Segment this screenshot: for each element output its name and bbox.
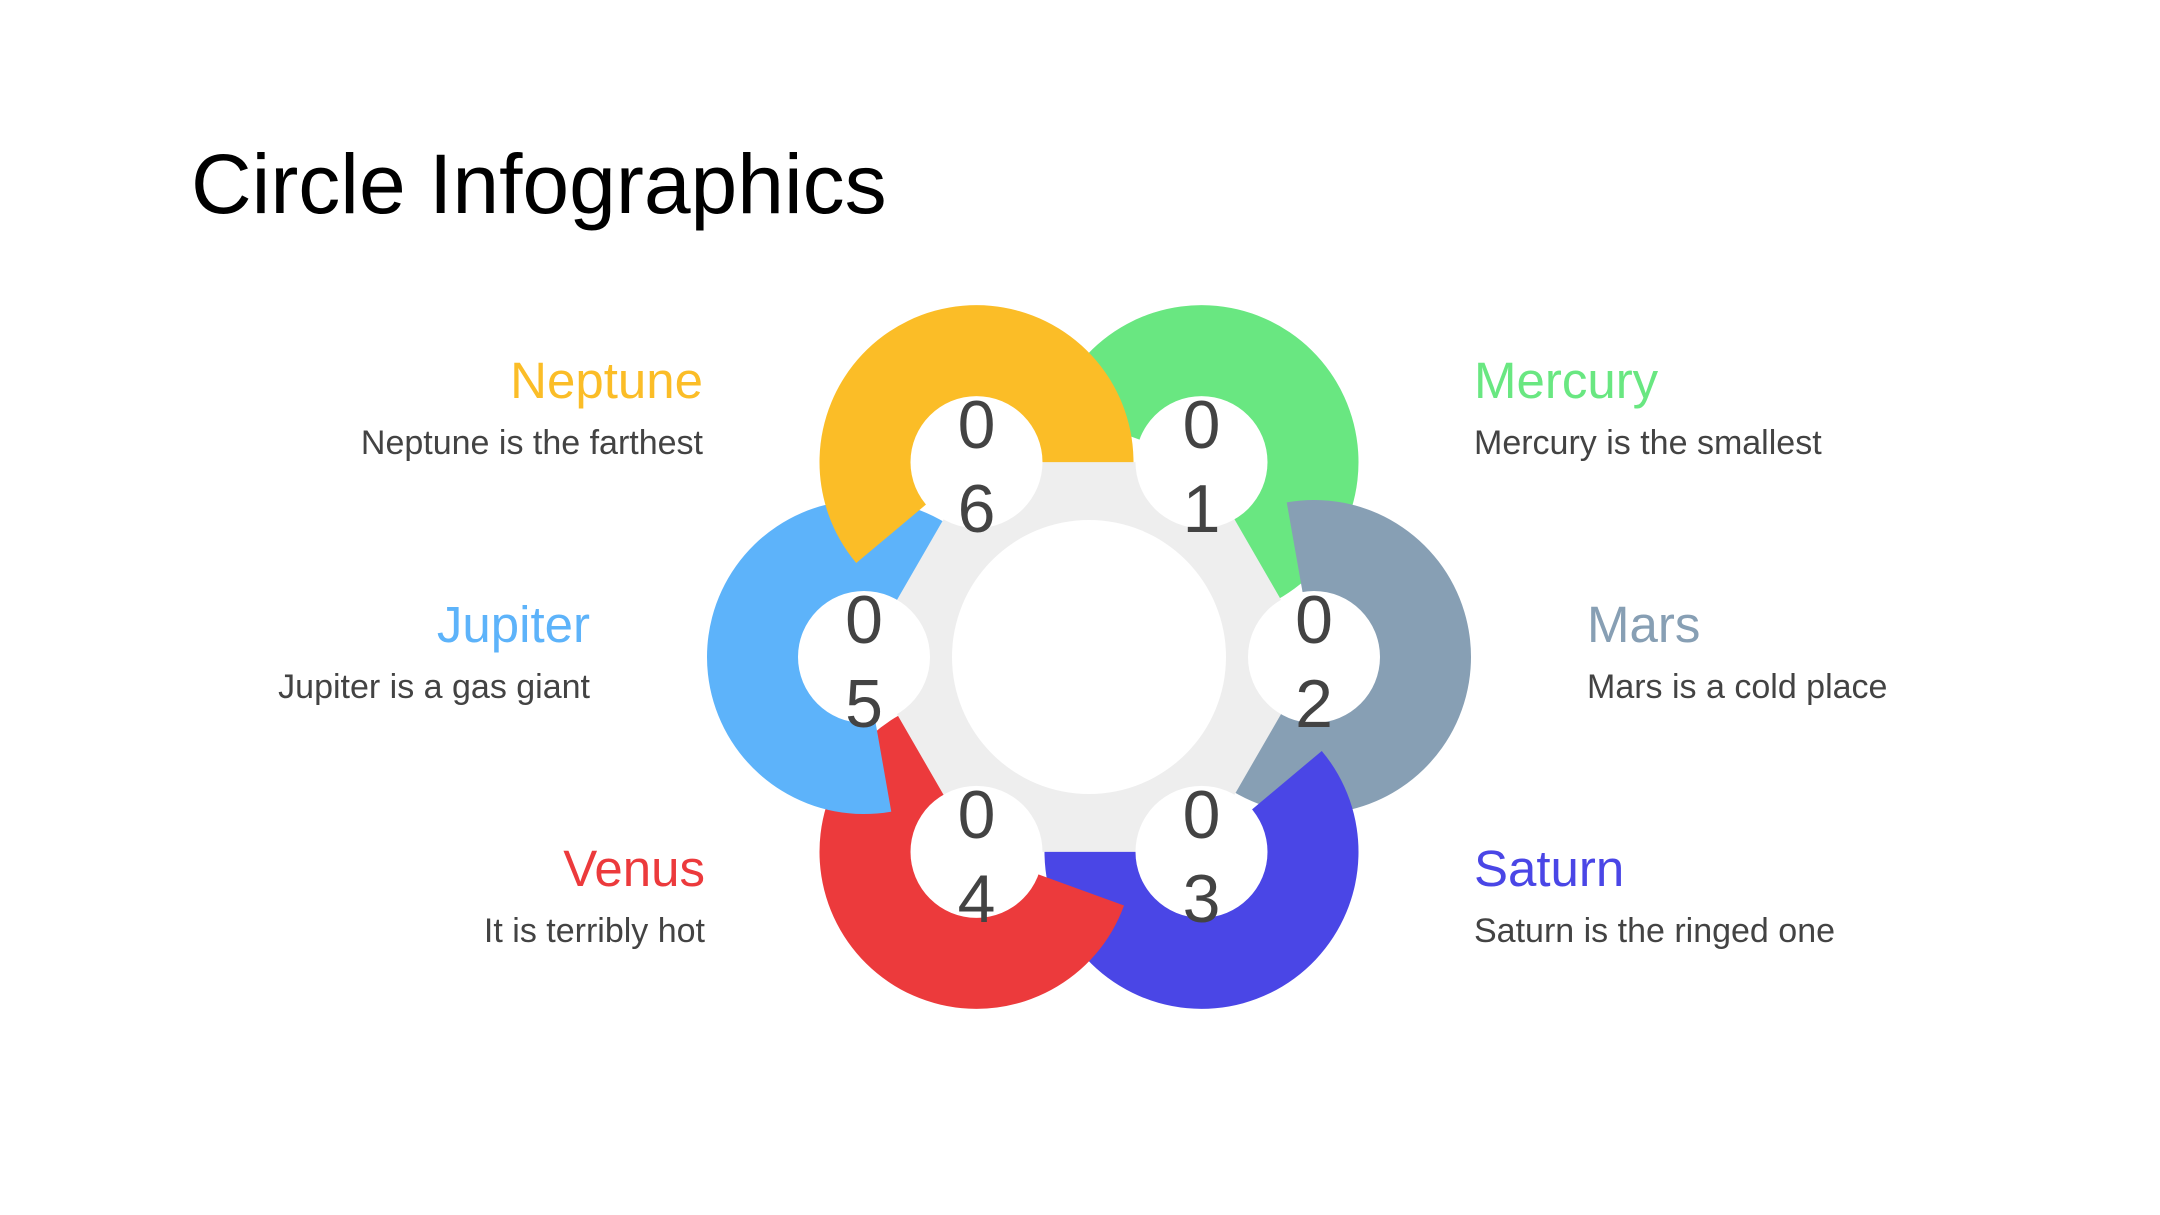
item-description: Neptune is the farthest [360, 424, 703, 463]
item-name: Saturn [1474, 840, 1625, 897]
item-label-04: Venus It is terribly hot [105, 838, 705, 953]
item-description: Jupiter is a gas giant [278, 668, 590, 707]
item-label-06: Neptune Neptune is the farthest [103, 350, 703, 465]
item-label-01: Mercury Mercury is the smallest [1474, 350, 2074, 465]
page-title: Circle Infographics [191, 137, 887, 231]
item-description: Saturn is the ringed one [1474, 912, 1836, 951]
item-description: Mars is a cold place [1587, 668, 1888, 707]
item-name: Jupiter [436, 596, 590, 653]
item-label-02: Mars Mars is a cold place [1587, 594, 2160, 709]
item-name: Neptune [510, 352, 703, 409]
item-description: Mercury is the smallest [1474, 424, 1822, 463]
number-bubble-03 [1135, 785, 1268, 918]
number-bubble-01 [1135, 396, 1268, 529]
number-bubble-06 [910, 396, 1043, 529]
hub-inner-circle [952, 520, 1226, 794]
item-label-05: Jupiter Jupiter is a gas giant [0, 594, 590, 709]
item-name: Mars [1587, 596, 1701, 653]
item-label-03: Saturn Saturn is the ringed one [1474, 838, 2074, 953]
number-bubble-02 [1248, 591, 1380, 723]
number-bubble-05 [798, 591, 930, 723]
item-name: Venus [563, 840, 705, 897]
number-bubble-04 [910, 785, 1043, 918]
item-description: It is terribly hot [483, 912, 705, 951]
item-name: Mercury [1474, 352, 1659, 409]
